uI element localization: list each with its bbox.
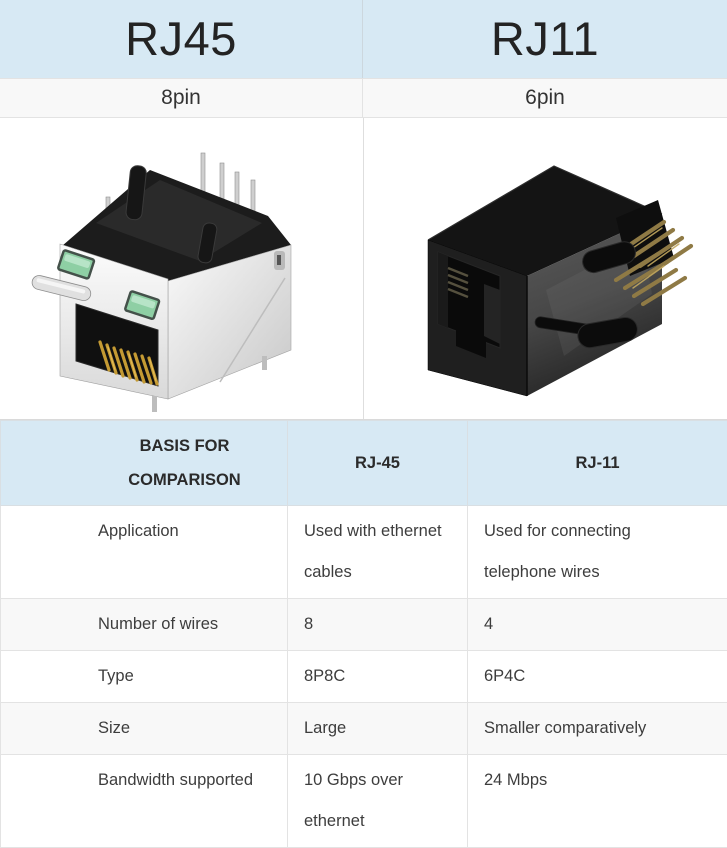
rj11-connector-image — [364, 118, 727, 420]
cell-wires-rj11: 4 — [468, 599, 727, 651]
row-application: Application Used with ethernet cables Us… — [1, 506, 727, 599]
cell-application-rj45: Used with ethernet cables — [288, 506, 468, 599]
cell-wires-rj45: 8 — [288, 599, 468, 651]
rj11-pin-label: 6pin — [363, 79, 727, 117]
header-rj11: RJ-11 — [468, 421, 727, 506]
row-label: Type — [1, 651, 288, 703]
header-rj45: RJ-45 — [288, 421, 468, 506]
row-number-of-wires: Number of wires 8 4 — [1, 599, 727, 651]
row-label: Number of wires — [1, 599, 288, 651]
rj45-title: RJ45 — [0, 0, 363, 78]
cell-size-rj45: Large — [288, 703, 468, 755]
rj45-connector-image — [0, 118, 363, 420]
cell-type-rj11: 6P4C — [468, 651, 727, 703]
pin-count-band: 8pin 6pin — [0, 78, 727, 118]
cell-bandwidth-rj11: 24 Mbps — [468, 755, 727, 848]
row-label: Bandwidth supported — [1, 755, 288, 848]
product-images — [0, 118, 727, 420]
cell-size-rj11: Smaller comparatively — [468, 703, 727, 755]
cell-type-rj45: 8P8C — [288, 651, 468, 703]
rj45-pin-label: 8pin — [0, 79, 363, 117]
table-header-row: BASIS FOR COMPARISON RJ-45 RJ-11 — [1, 421, 727, 506]
rj11-image-cell — [364, 118, 727, 419]
row-size: Size Large Smaller comparatively — [1, 703, 727, 755]
row-label: Application — [1, 506, 288, 599]
rj11-title: RJ11 — [363, 0, 727, 78]
title-band: RJ45 RJ11 — [0, 0, 727, 78]
comparison-table: BASIS FOR COMPARISON RJ-45 RJ-11 Applica… — [0, 420, 727, 848]
row-label: Size — [1, 703, 288, 755]
header-basis-for-comparison: BASIS FOR COMPARISON — [1, 421, 288, 506]
cell-bandwidth-rj45: 10 Gbps over ethernet — [288, 755, 468, 848]
rj45-image-cell — [0, 118, 364, 419]
row-bandwidth: Bandwidth supported 10 Gbps over etherne… — [1, 755, 727, 848]
row-type: Type 8P8C 6P4C — [1, 651, 727, 703]
cell-application-rj11: Used for connecting telephone wires — [468, 506, 727, 599]
